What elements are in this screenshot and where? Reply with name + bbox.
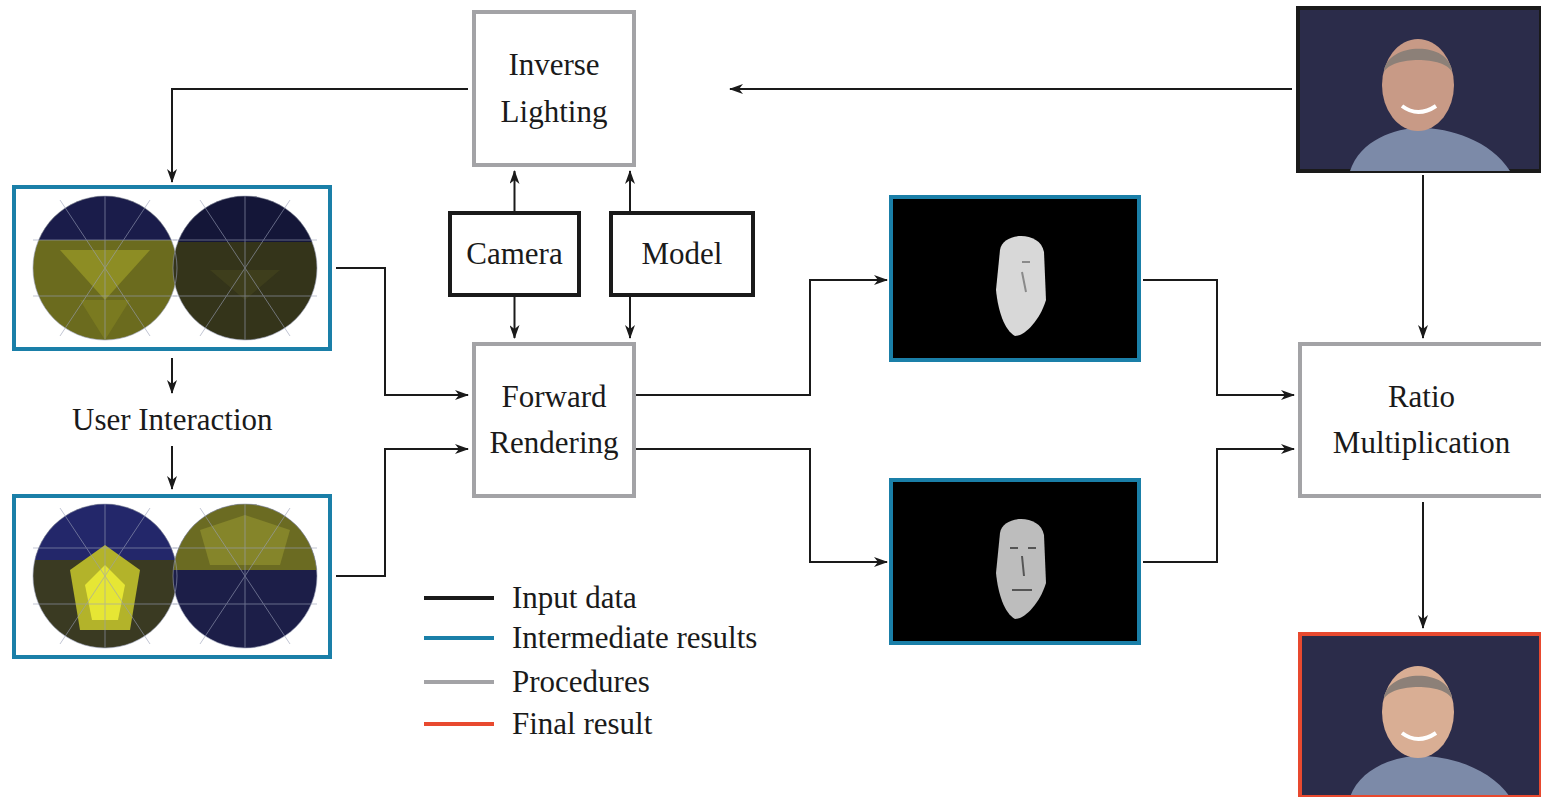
connector-arrow [514,297,516,338]
flow-arrows [172,89,1423,628]
legend-label: Final result [512,706,652,742]
legend-label: Intermediate results [512,620,757,656]
legend-line [424,636,494,640]
box-label: Camera [466,231,562,278]
box-label: Model [642,231,723,278]
result-photo [1300,634,1541,797]
procedure-box: Forward Rendering [472,342,636,498]
box-label: Ratio Multiplication [1322,374,1522,467]
box-label: Forward Rendering [484,374,624,467]
lighting-spheres-original [14,187,330,350]
connector-arrow [629,171,631,211]
connector-arrow [514,171,516,211]
rendered-image-original [891,197,1139,360]
legend-line [424,596,494,600]
box-label: Inverse Lighting [484,42,624,135]
input-box: Camera [448,211,581,297]
legend-line [424,680,494,684]
procedure-box: Ratio Multiplication [1298,342,1541,498]
lighting-spheres-edited [14,496,330,660]
procedure-box: Inverse Lighting [472,10,636,167]
legend-line [424,722,494,726]
step-label: User Interaction [72,402,273,438]
legend-label: Procedures [512,664,650,700]
legend-label: Input data [512,580,637,616]
connector-arrow [629,297,631,338]
input-box: Model [609,211,755,297]
legend-samples [424,598,494,724]
rendered-image-relit [891,480,1139,643]
input-photo [1298,8,1541,171]
